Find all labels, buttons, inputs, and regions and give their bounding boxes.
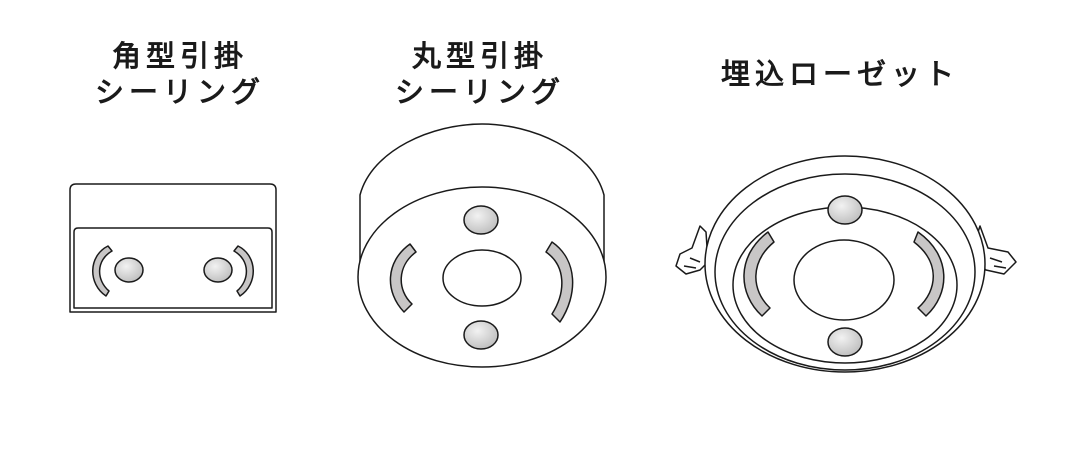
center-ellipse: [793, 239, 895, 321]
pin-hole-top: [827, 195, 863, 225]
flush-rosette-fixture: [675, 155, 1017, 373]
pin-hole-left: [114, 257, 144, 283]
label-line-2: シーリング: [394, 75, 565, 109]
clip-right-detail: [989, 257, 1007, 269]
pin-hole-bottom: [827, 327, 863, 357]
label-line-1: 埋込ローゼット: [720, 57, 959, 91]
square-ceiling-fixture: [69, 183, 277, 313]
terminal-slot-left: [389, 243, 417, 313]
center-ellipse: [442, 249, 522, 307]
label-line-2: シーリング: [94, 75, 265, 109]
terminal-slot-right: [233, 245, 254, 297]
square-face: [73, 227, 273, 309]
round-ceiling-fixture: [357, 123, 607, 368]
terminal-slot-left: [743, 231, 775, 317]
label-round-ceiling: 丸型引掛 シーリング: [355, 38, 605, 110]
terminal-slot-right: [913, 231, 945, 317]
clip-left-detail: [683, 257, 701, 269]
pin-hole-top: [463, 205, 499, 235]
label-line-1: 角型引掛: [111, 39, 248, 73]
label-square-ceiling: 角型引掛 シーリング: [60, 38, 300, 110]
label-flush-rosette: 埋込ローゼット: [700, 56, 980, 92]
pin-hole-right: [203, 257, 233, 283]
label-line-1: 丸型引掛: [411, 39, 548, 73]
terminal-slot-left: [92, 245, 113, 297]
terminal-slot-right: [545, 241, 574, 323]
pin-hole-bottom: [463, 320, 499, 350]
